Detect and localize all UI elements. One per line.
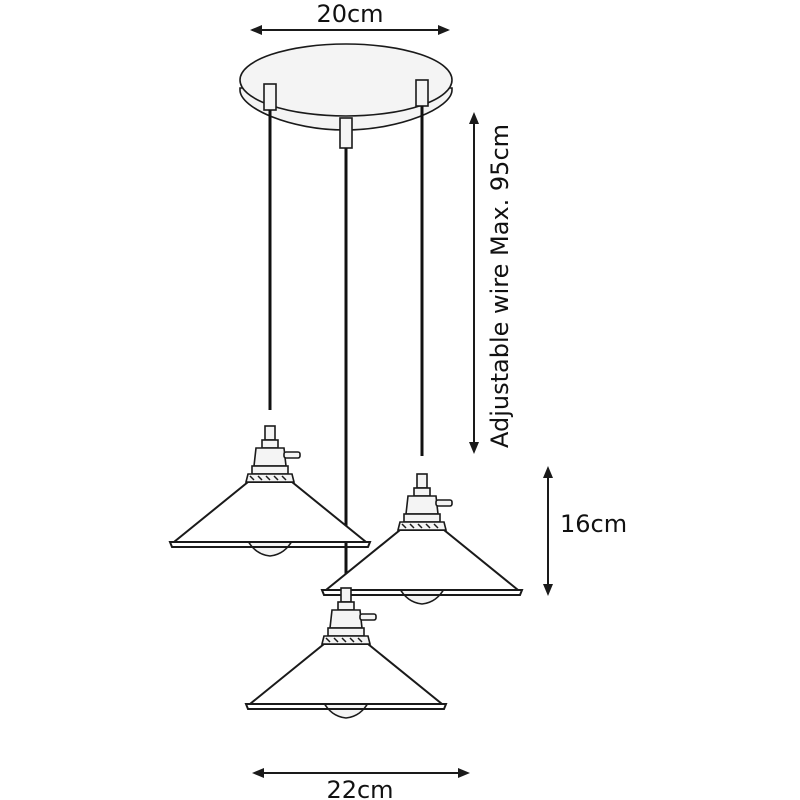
shade-width-label: 22cm xyxy=(326,776,393,800)
shade-height-label: 16cm xyxy=(560,510,627,538)
canopy-width-dimension: 20cm xyxy=(250,0,450,35)
shade-height-dimension: 16cm xyxy=(543,466,627,596)
wire-length-label: Adjustable wire Max. 95cm xyxy=(486,124,514,448)
wire-length-dimension: Adjustable wire Max. 95cm xyxy=(469,112,514,454)
pendant-left xyxy=(170,426,370,556)
canopy-width-label: 20cm xyxy=(316,0,383,28)
pendant-wires xyxy=(268,106,424,576)
pendant-center xyxy=(246,588,446,718)
ceiling-canopy xyxy=(239,43,453,149)
shade-width-dimension: 22cm xyxy=(252,768,470,800)
